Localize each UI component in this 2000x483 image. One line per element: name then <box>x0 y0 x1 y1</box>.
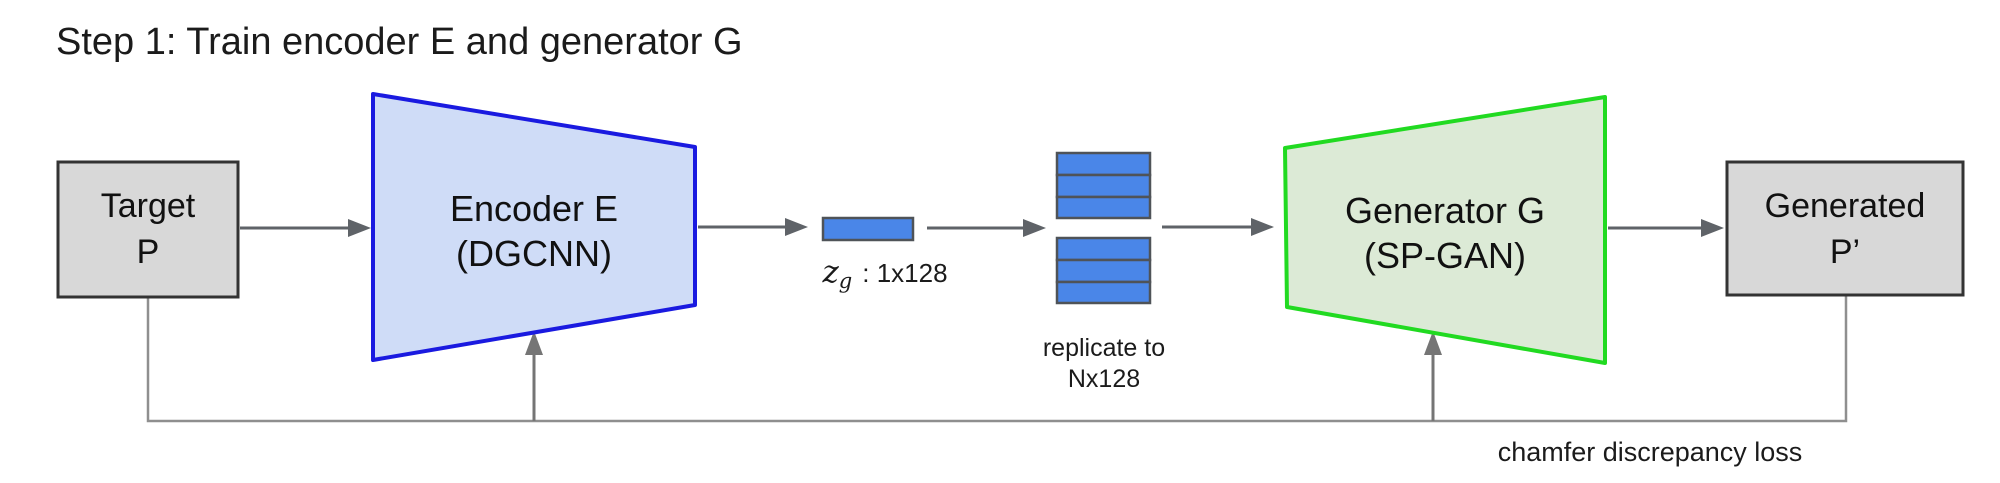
feedback-branch-encoder-arrowhead-icon <box>525 331 543 355</box>
replicate-line2: Nx128 <box>1067 365 1141 393</box>
generated-box-label: Generated P’ <box>1727 183 1963 275</box>
arrow-latent-to-replicate-head-icon <box>1023 219 1046 237</box>
generated-line2: P’ <box>1829 233 1861 271</box>
arrow-target-to-encoder-head-icon <box>348 219 371 237</box>
replicate-stack-cell <box>1055 195 1152 220</box>
replicate-stack-cell <box>1055 280 1152 305</box>
target-box <box>56 160 240 299</box>
encoder-line2: (DGCNN) <box>456 233 612 274</box>
encoder-label: Encoder E (DGCNN) <box>373 186 695 276</box>
replicate-stack-cell <box>1055 151 1152 177</box>
chamfer-loss-label: chamfer discrepancy loss <box>1497 437 1803 467</box>
generator-line2: (SP-GAN) <box>1364 235 1526 276</box>
replicate-stack-cell <box>1055 173 1152 199</box>
target-line1: Target <box>100 187 196 225</box>
encoder-trapezoid <box>371 92 697 362</box>
replicate-stack-cell <box>1055 258 1152 284</box>
latent-symbol: z <box>822 254 839 290</box>
arrow-replicate-to-generator-head-icon <box>1251 218 1274 236</box>
generator-label: Generator G (SP-GAN) <box>1285 188 1605 278</box>
latent-subscript: g <box>838 269 853 294</box>
replicate-label: replicate to Nx128 <box>1019 333 1189 395</box>
feedback-branch-generator-arrowhead-icon <box>1424 331 1442 355</box>
generated-line1: Generated <box>1764 187 1926 225</box>
arrow-encoder-to-latent-head-icon <box>785 218 808 236</box>
latent-vector-bar <box>821 216 915 242</box>
target-line2: P <box>136 233 160 271</box>
replicate-line1: replicate to <box>1042 334 1166 362</box>
replicate-stack-cell <box>1055 236 1152 262</box>
generator-line1: Generator G <box>1344 190 1546 231</box>
latent-vector-label: zg : 1x128 <box>795 254 975 293</box>
target-box-label: Target P <box>58 183 238 275</box>
latent-dims: : 1x128 <box>862 258 948 288</box>
arrow-generator-to-generated-head-icon <box>1701 219 1724 237</box>
diagram-title: Step 1: Train encoder E and generator G <box>56 21 743 63</box>
generated-box <box>1725 160 1965 297</box>
encoder-line1: Encoder E <box>449 188 619 229</box>
generator-trapezoid <box>1283 95 1607 365</box>
chamfer-feedback-line <box>146 296 1848 423</box>
